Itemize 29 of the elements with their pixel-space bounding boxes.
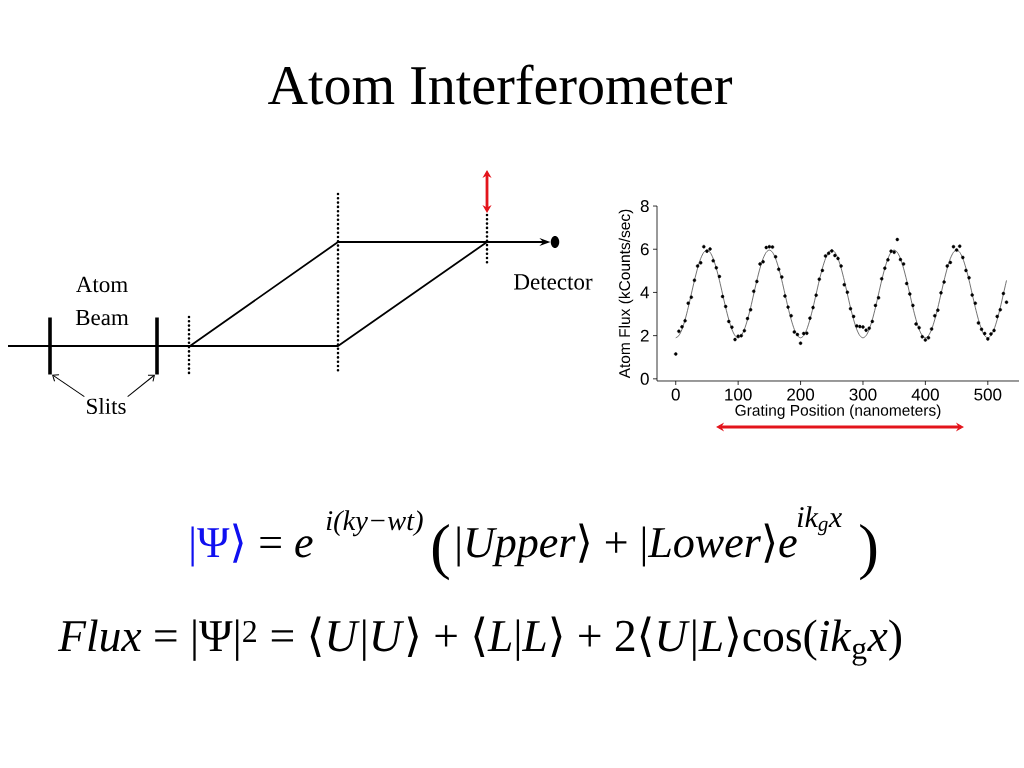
title: Atom Interferometer bbox=[268, 64, 733, 105]
x-tick-label: 0 bbox=[671, 388, 680, 401]
x-tick-label: 200 bbox=[787, 388, 815, 401]
exponent: i(ky−wt) bbox=[326, 510, 423, 537]
equation: = e bbox=[260, 536, 313, 558]
equation: Flux = |Ψ|$^{2}$ = ⟨U|U⟩ + ⟨L|L⟩ + 2⟨U|L⟩cos(ik$_{g}$x) bbox=[57, 616, 901, 666]
y-tick-label: 8 bbox=[640, 200, 649, 213]
y-axis-title: Atom Flux (kCounts/sec) bbox=[618, 209, 634, 379]
y-tick-label: 2 bbox=[640, 329, 649, 342]
slit-bar bbox=[48, 317, 52, 375]
part-label: Slits bbox=[87, 397, 126, 415]
text-label: Atom Beam bbox=[75, 276, 129, 326]
text-label: Detector bbox=[514, 274, 593, 290]
equation: ( bbox=[432, 524, 449, 581]
exponent: ik$_{g}$x bbox=[797, 506, 842, 536]
equation: ) bbox=[860, 524, 877, 581]
equation: |Ψ⟩ bbox=[191, 523, 243, 567]
x-axis-title: Grating Position (nanometers) bbox=[735, 404, 941, 419]
x-tick-label: 100 bbox=[725, 388, 752, 401]
x-tick-label: 500 bbox=[974, 388, 1002, 401]
x-tick-label: 400 bbox=[911, 388, 939, 401]
slit-bar bbox=[155, 317, 159, 375]
leader-arrow bbox=[52, 374, 85, 398]
y-tick-label: 4 bbox=[640, 286, 649, 299]
leader-arrow bbox=[127, 374, 155, 398]
equation: |Upper⟩ + |Lower⟩e bbox=[457, 523, 797, 567]
y-tick-label: 0 bbox=[640, 372, 649, 385]
y-tick-label: 6 bbox=[640, 243, 649, 256]
x-tick-label: 300 bbox=[849, 388, 877, 401]
